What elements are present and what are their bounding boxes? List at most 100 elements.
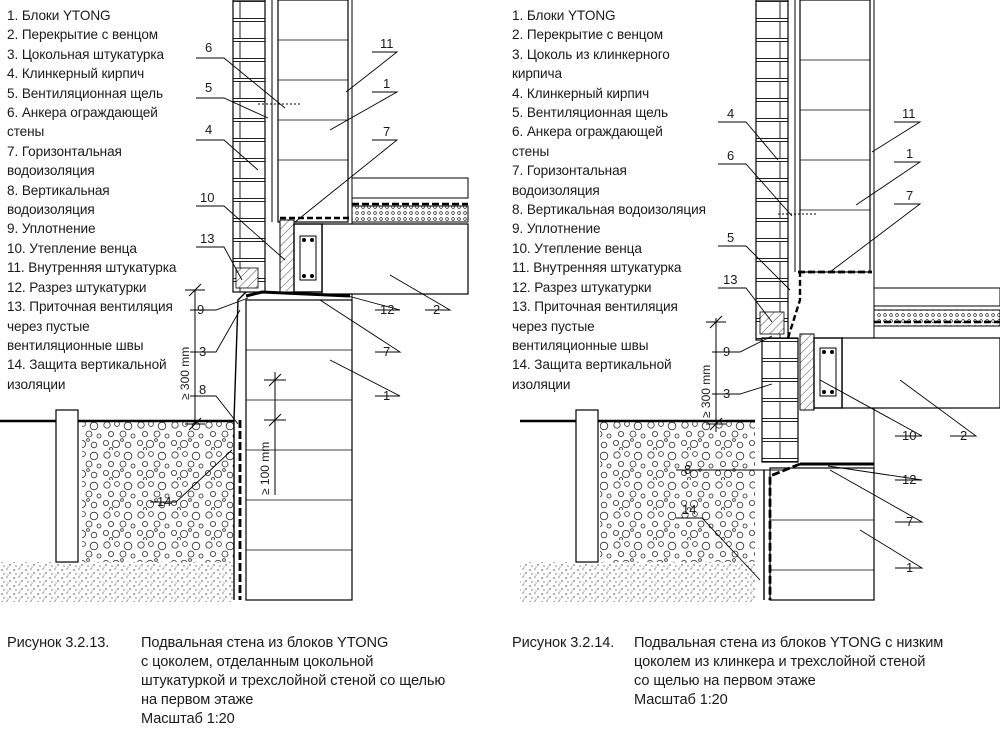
ytong-block-wall-upper: [277, 0, 349, 223]
figure-right: ≥ 300 mm 4 11 6 1 7 5 13: [520, 0, 1000, 602]
ventilation-opening: [235, 267, 259, 289]
leader-lines: [676, 121, 978, 581]
figure-left: ≥ 300 mm ≥ 100 mm 6 11 5 1 4: [0, 0, 469, 602]
legend-item: 8. Вертикальная водоизоляция: [512, 202, 706, 218]
callout-13: 13: [200, 231, 214, 246]
dimension-label-100: ≥ 100 mm: [258, 442, 272, 495]
floor-insulation: [351, 205, 469, 223]
callout-labels: 4 11 6 1 7 5 13 9 3 10 2 8 12 7 14 1: [682, 106, 967, 575]
legend-item: 2. Перекрытие с венцом: [512, 27, 664, 43]
callout-14: 14: [157, 494, 171, 509]
legend-item: 4. Клинкерный кирпич: [7, 66, 145, 82]
soil-layer: [520, 562, 755, 602]
rebar-cage: [299, 235, 317, 281]
soil-layer: [0, 562, 234, 602]
block-joints: [278, 39, 348, 161]
callout-3: 3: [723, 386, 730, 401]
legend-item: 10. Утепление венца: [512, 240, 642, 256]
ytong-block-wall-upper: [799, 0, 871, 273]
rebar: [302, 238, 314, 278]
legend-item: 14. Защита вертикальной изоляции: [7, 357, 167, 392]
edge-waterproofing: [786, 272, 802, 339]
fence-post: [575, 409, 599, 563]
clinker-plinth: [761, 337, 799, 463]
plinth-plaster: [233, 291, 247, 421]
legend-item: 6. Анкера ограждающей стены: [7, 105, 158, 140]
leader-lines: [150, 51, 452, 503]
legend-item: 6. Анкера ограждающей стены: [512, 124, 663, 159]
ring-beam: [293, 223, 323, 293]
callout-2: 2: [433, 302, 440, 317]
callout-10: 10: [902, 428, 916, 443]
floor-finish: [873, 287, 1000, 307]
callout-12: 12: [902, 472, 916, 487]
legend-item: 1. Блоки YTONG: [7, 8, 111, 23]
legend-item: 11. Внутренняя штукатурка: [512, 260, 682, 276]
callout-9: 9: [723, 344, 730, 359]
callout-7: 7: [906, 514, 913, 529]
legend-right: 1. Блоки YTONG 2. Перекрытие с венцом 3.…: [512, 6, 752, 394]
dimension-300: [185, 283, 205, 431]
legend-item: 12. Разрез штукатурки: [7, 279, 147, 295]
figure-caption-text: Подвальная стена из блоков YTONG с цокол…: [141, 635, 446, 727]
fence-post: [55, 409, 79, 563]
legend-item: 13. Приточная вентиляция через пустые ве…: [7, 299, 173, 353]
block-joints: [246, 349, 352, 551]
block-joints: [800, 59, 870, 211]
callout-12: 12: [380, 302, 394, 317]
legend-item: 2. Перекрытие с венцом: [7, 27, 159, 43]
legend-item: 5. Вентиляционная щель: [7, 85, 163, 101]
legend-item: 5. Вентиляционная щель: [512, 105, 668, 121]
legend-item: 7. Горизонтальная водоизоляция: [512, 163, 627, 198]
legend-item: 13. Приточная вентиляция через пустые ве…: [512, 299, 678, 353]
legend-item: 4. Клинкерный кирпич: [512, 85, 650, 101]
callout-6: 6: [205, 40, 212, 55]
legend-item: 3. Цоколь из клинкерного кирпича: [512, 46, 670, 82]
callout-1: 1: [906, 560, 913, 575]
figure-caption-right: Рисунок 3.2.14. Подвальная стена из блок…: [512, 634, 1000, 724]
callout-10: 10: [200, 190, 214, 205]
figure-number: Рисунок 3.2.14.: [512, 635, 615, 651]
clinker-brick-wall: [232, 0, 266, 293]
callout-7: 7: [906, 188, 913, 203]
callout-labels: 6 11 5 1 4 7 10 13 9 12 2 3 7 8 1 14: [157, 36, 440, 509]
block-joints: [770, 519, 874, 571]
legend-item: 9. Уплотнение: [7, 221, 96, 237]
callout-13: 13: [723, 272, 737, 287]
callout-4: 4: [727, 106, 734, 121]
callout-1: 1: [383, 76, 390, 91]
callout-5: 5: [727, 230, 734, 245]
legend-item: 3. Цокольная штукатурка: [7, 46, 164, 62]
callout-8: 8: [684, 462, 691, 477]
callout-5: 5: [205, 80, 212, 95]
dimension-label-300: ≥ 300 mm: [178, 347, 192, 400]
legend-item: 7. Горизонтальная водоизоляция: [7, 143, 122, 179]
figure-caption-left: Рисунок 3.2.13. Подвальная стена из блок…: [7, 634, 487, 727]
rebar: [822, 350, 834, 394]
figure-number: Рисунок 3.2.13.: [7, 635, 110, 651]
legend-item: 10. Утепление венца: [7, 240, 137, 256]
callout-2: 2: [960, 428, 967, 443]
legend-item: 8. Вертикальная водоизоляция: [7, 182, 110, 218]
vertical-waterproofing: [768, 462, 801, 600]
callout-7: 7: [383, 344, 390, 359]
callout-1: 1: [383, 388, 390, 403]
callout-4: 4: [205, 122, 212, 137]
ventilation-opening: [759, 311, 785, 335]
legend-item: 1. Блоки YTONG: [512, 8, 616, 23]
callout-14: 14: [682, 502, 696, 517]
dimension-300: [706, 315, 726, 432]
ring-beam-insulation: [279, 219, 295, 293]
horizontal-waterproofing: [245, 290, 351, 298]
legend-item: 11. Внутренняя штукатурка: [7, 260, 177, 276]
rebar-cage: [819, 347, 837, 397]
ytong-block-wall-basement: [769, 467, 875, 601]
legend-item: 14. Защита вертикальной изоляции: [512, 357, 672, 392]
legend-item: 9. Уплотнение: [512, 221, 601, 237]
ring-beam-insulation: [799, 333, 815, 411]
legend-item: 12. Разрез штукатурки: [512, 279, 652, 295]
callout-3: 3: [199, 344, 206, 359]
callout-7: 7: [383, 124, 390, 139]
clinker-brick-wall: [755, 0, 789, 341]
